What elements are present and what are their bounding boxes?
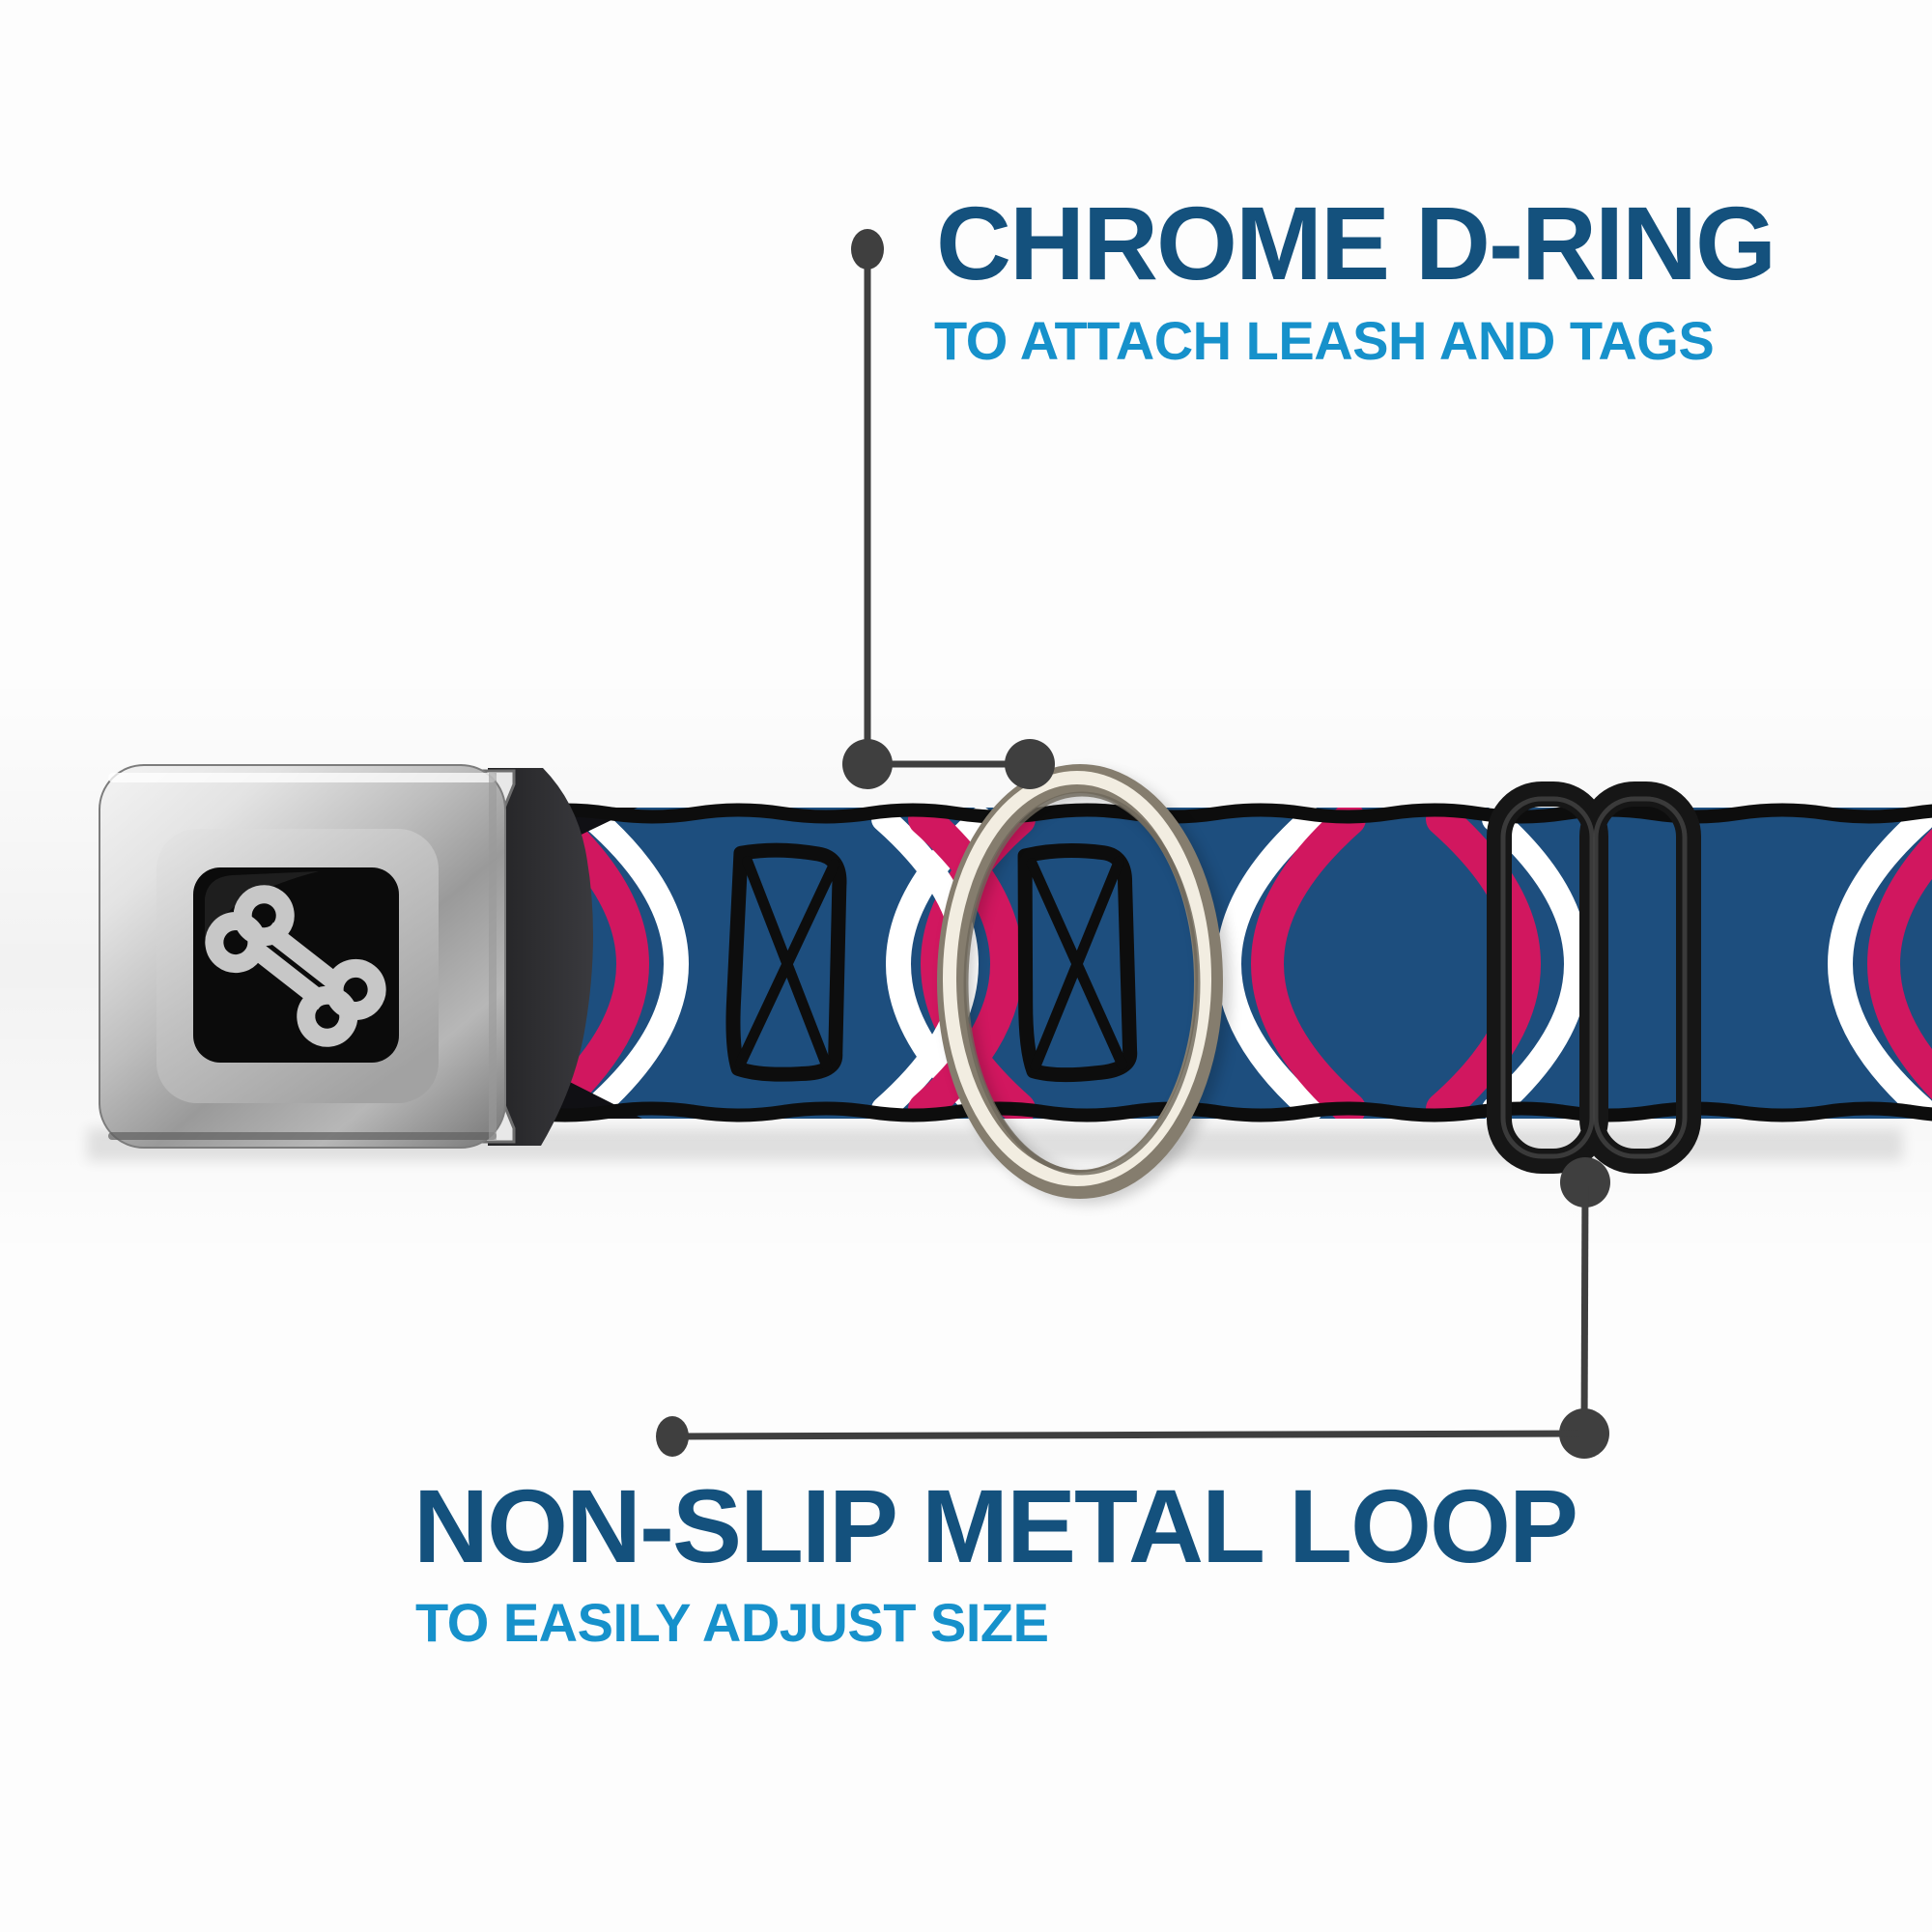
window-gloss: [205, 871, 319, 945]
callout-dring-connector: [842, 229, 1055, 789]
metal-loop-callout-title: NON-SLIP METAL LOOP: [413, 1467, 1578, 1584]
d-ring-highlight: [943, 771, 1211, 1186]
seatbelt-buckle: [99, 764, 593, 1149]
xbox-motif: [1017, 843, 1138, 1083]
loop-highlight: [1500, 796, 1595, 1159]
callout-target-dot: [1005, 739, 1055, 789]
webbing-top-edge: [520, 803, 1932, 824]
buckle-attachment: [488, 768, 593, 1146]
buckle-top-highlight: [108, 773, 497, 782]
callout-end-dot: [656, 1416, 689, 1457]
d-ring-callout-title: CHROME D-RING: [936, 185, 1776, 301]
metal-loop-callout-subtitle: TO EASILY ADJUST SIZE: [415, 1592, 1049, 1653]
callout-loop-connector: [656, 1157, 1610, 1459]
loop-highlight: [1593, 796, 1688, 1159]
xbox-motif: [725, 842, 847, 1082]
d-ring: [937, 764, 1231, 1204]
d-ring-inner-edge: [963, 791, 1201, 1176]
d-ring-callout-subtitle: TO ATTACH LEASH AND TAGS: [934, 310, 1715, 371]
webbing-bottom-edge: [520, 1101, 1932, 1122]
bone-icon: [205, 885, 386, 1047]
metal-slide-loop: [1487, 781, 1701, 1174]
buckle-bottom-shade: [108, 1132, 497, 1140]
buckle-seam: [489, 773, 497, 1140]
